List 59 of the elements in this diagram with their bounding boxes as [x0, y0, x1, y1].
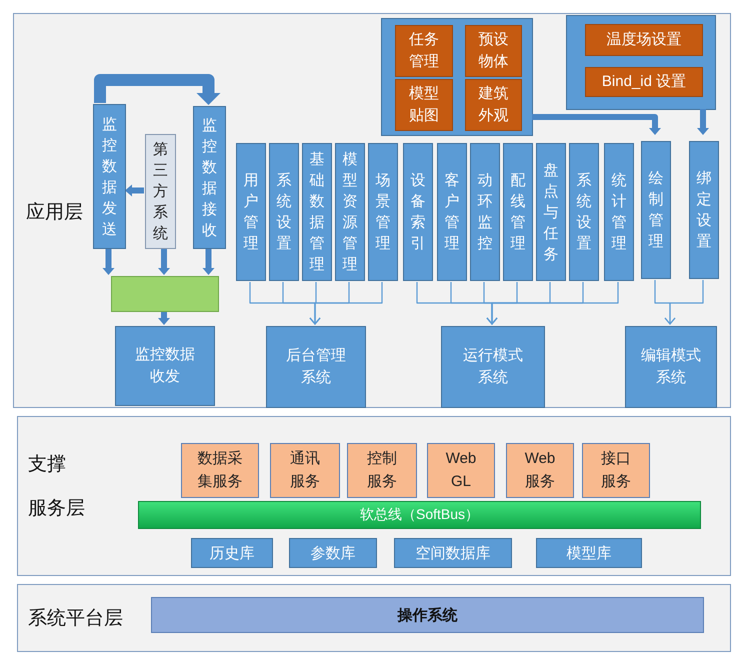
subsystem-box: 编辑模式系统 — [625, 326, 717, 408]
layer-label: 应用层 — [26, 201, 83, 225]
function-column: 统计管理 — [604, 143, 634, 281]
database-box: 参数库 — [289, 538, 377, 568]
middleware-box — [111, 276, 219, 312]
database-box: 历史库 — [191, 538, 273, 568]
block-arrow — [125, 184, 144, 196]
block-arrow — [697, 109, 709, 135]
module-group-box — [566, 15, 716, 110]
service-box: 通讯服务 — [270, 443, 340, 498]
layer-panel — [17, 584, 731, 652]
subsystem-box: 后台管理系统 — [266, 326, 366, 408]
module-box: 任务管理 — [395, 25, 453, 77]
service-box: 接口服务 — [582, 443, 650, 498]
function-column: 模型资源管理 — [335, 143, 365, 281]
bracket-arrow — [486, 282, 619, 325]
bracket-arrow — [309, 282, 383, 325]
function-column: 动环监控 — [470, 143, 500, 281]
module-box: 预设物体 — [465, 25, 522, 77]
block-arrow — [202, 248, 214, 275]
subsystem-box: 运行模式系统 — [441, 326, 545, 408]
subsystem-box: 监控数据收发 — [115, 326, 215, 406]
module-box: Bind_id 设置 — [585, 67, 703, 97]
function-column: 绑定设置 — [689, 141, 719, 279]
function-column: 系统设置 — [269, 143, 299, 281]
service-box: 控制服务 — [347, 443, 417, 498]
function-column: 盘点与任务 — [536, 143, 566, 281]
module-box: 模型贴图 — [395, 79, 453, 131]
function-column: 监控数据发送 — [93, 104, 126, 249]
function-column: 监控数据接收 — [193, 106, 226, 249]
function-column: 用户管理 — [236, 143, 266, 281]
block-arrow — [158, 248, 170, 275]
function-column: 绘制管理 — [641, 141, 671, 279]
function-column: 客户管理 — [437, 143, 467, 281]
function-column: 系统设置 — [569, 143, 599, 281]
bus-bar: 软总线（SoftBus） — [138, 501, 701, 529]
module-box: 建筑外观 — [465, 79, 522, 131]
block-arrow — [158, 311, 170, 325]
block-arrow — [102, 248, 114, 275]
function-column: 第三方系统 — [145, 134, 176, 249]
bracket-arrow — [664, 280, 704, 325]
database-box: 模型库 — [536, 538, 642, 568]
database-box: 空间数据库 — [394, 538, 512, 568]
platform-bar: 操作系统 — [151, 597, 704, 633]
layer-label: 支撑服务层 — [28, 453, 85, 521]
module-box: 温度场设置 — [585, 24, 703, 56]
function-column: 配线管理 — [503, 143, 533, 281]
function-column: 设备索引 — [403, 143, 433, 281]
service-box: Web服务 — [506, 443, 574, 498]
layer-label: 系统平台层 — [28, 607, 123, 631]
layer-panel — [17, 416, 731, 576]
block-arrow — [94, 74, 220, 105]
function-column: 场景管理 — [368, 143, 398, 281]
service-box: 数据采集服务 — [181, 443, 259, 498]
layer-panel — [13, 13, 731, 408]
module-group-box — [381, 18, 533, 136]
service-box: Web GL — [427, 443, 495, 498]
block-arrow — [532, 114, 661, 135]
function-column: 基础数据管理 — [302, 143, 332, 281]
